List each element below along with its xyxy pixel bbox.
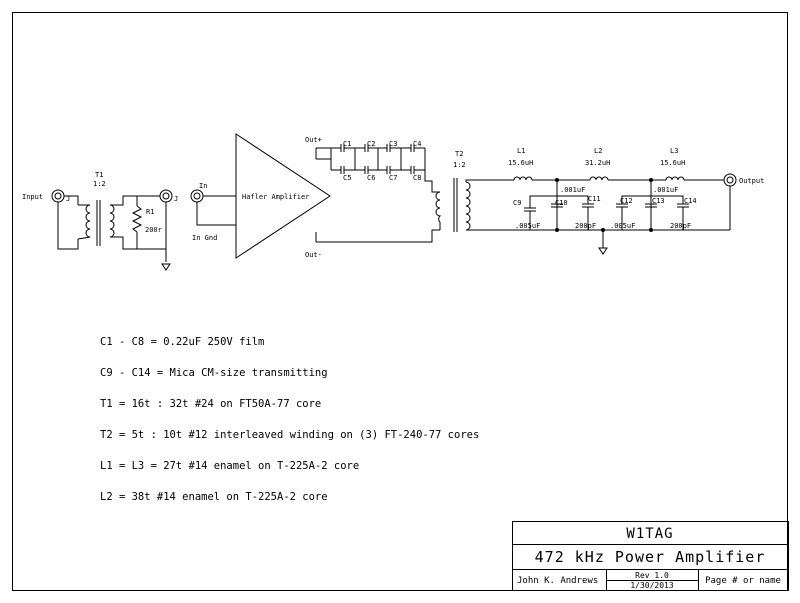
- amp-in-label: In: [199, 182, 207, 190]
- r1-label: R1: [146, 208, 154, 216]
- c3-label: C3: [389, 140, 397, 148]
- output-label: Output: [739, 177, 764, 185]
- c7-label: C7: [389, 174, 397, 182]
- c1-label: C1: [343, 140, 351, 148]
- l2-label: L2: [594, 147, 602, 155]
- input-label: Input: [22, 193, 43, 201]
- shunt-cap-group-2: [616, 178, 689, 232]
- title-block-page: Page # or name: [705, 576, 781, 586]
- t1-transformer: [77, 200, 115, 246]
- note-2: C9 - C14 = Mica CM-size transmitting: [100, 367, 328, 379]
- ground-symbol-input: [161, 263, 171, 271]
- c10-label: C10: [555, 199, 568, 207]
- input-j-label: J: [66, 195, 70, 203]
- j-connector-right: [159, 189, 173, 203]
- note-1: C1 - C8 = 0.22uF 250V film: [100, 336, 264, 348]
- c6-label: C6: [367, 174, 375, 182]
- title-block-rev: Rev 1.0: [635, 571, 669, 580]
- c9-value: .005uF: [515, 222, 540, 230]
- c10-value: .001uF: [560, 186, 585, 194]
- t1-label: T1: [95, 171, 103, 179]
- shunt-cap-group-1: [524, 178, 594, 232]
- c14-value: 200pF: [670, 222, 691, 230]
- note-6: L2 = 38t #14 enamel on T-225A-2 core: [100, 491, 328, 503]
- l2-inductor: [589, 176, 609, 181]
- c12-label: C12: [620, 197, 633, 205]
- c2-label: C2: [367, 140, 375, 148]
- out-minus-label: Out-: [305, 251, 322, 259]
- c5-label: C5: [343, 174, 351, 182]
- l1-inductor: [513, 176, 533, 181]
- note-5: L1 = L3 = 27t #14 enamel on T-225A-2 cor…: [100, 460, 359, 472]
- l2-value: 31.2uH: [585, 159, 610, 167]
- l3-value: 15.6uH: [660, 159, 685, 167]
- wire-input-bottom: [57, 202, 79, 250]
- c13-value: .001uF: [653, 186, 678, 194]
- c9-label: C9: [513, 199, 521, 207]
- r1-value: 200r: [145, 226, 162, 234]
- c12-value: .005uF: [610, 222, 635, 230]
- title-block-title: 472 kHz Power Amplifier: [535, 548, 766, 566]
- c11-value: 200pF: [575, 222, 596, 230]
- wire-input-top: [64, 195, 79, 205]
- c4-label: C4: [413, 140, 421, 148]
- title-block-author: John K. Andrews: [517, 576, 598, 586]
- title-block-date: 1/30/2013: [630, 581, 674, 590]
- c14-label: C14: [684, 197, 697, 205]
- t2-transformer: [435, 178, 471, 232]
- out-plus-label: Out+: [305, 136, 322, 144]
- l3-inductor: [665, 176, 685, 181]
- amp-in-gnd-label: In Gnd: [192, 234, 217, 242]
- wire-t1-sec-bottom: [110, 236, 166, 250]
- title-block-callsign: W1TAG: [626, 526, 673, 542]
- amp-input-connector: [190, 189, 204, 203]
- wire-t1-sec-top: [110, 195, 160, 206]
- c8-label: C8: [413, 174, 421, 182]
- t2-ratio: 1:2: [453, 161, 466, 169]
- cap-bank: [316, 144, 440, 193]
- output-connector: [723, 173, 737, 187]
- c11-label: C11: [588, 195, 601, 203]
- title-block: [512, 521, 789, 591]
- l3-label: L3: [670, 147, 678, 155]
- hafler-amplifier-block: [235, 133, 331, 259]
- l1-value: 15.6uH: [508, 159, 533, 167]
- j-right-label: J: [174, 195, 178, 203]
- wire-amp-in-gnd: [196, 202, 236, 226]
- t2-label: T2: [455, 150, 463, 158]
- l1-label: L1: [517, 147, 525, 155]
- t1-ratio: 1:2: [93, 180, 106, 188]
- ground-junction: [601, 228, 605, 232]
- note-4: T2 = 5t : 10t #12 interleaved winding on…: [100, 429, 479, 441]
- c13-label: C13: [652, 197, 665, 205]
- ground-symbol-filter: [598, 247, 608, 255]
- wire-t2-sec-top: [465, 179, 514, 182]
- input-connector: [51, 189, 65, 203]
- amp-label: Hafler Amplifier: [242, 193, 309, 201]
- r1-resistor: [131, 196, 143, 249]
- sheet-border: [12, 12, 788, 591]
- note-3: T1 = 16t : 32t #24 on FT50A-77 core: [100, 398, 321, 410]
- wire-out-minus: [316, 229, 440, 243]
